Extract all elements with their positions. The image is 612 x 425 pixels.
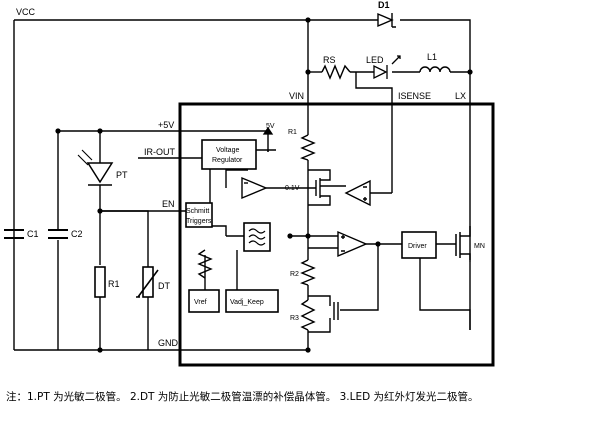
fb-mosfet-icon [308, 169, 331, 206]
label-r1: R1 [288, 129, 297, 136]
label-vcc: VCC [16, 7, 36, 17]
label-5v: 5V [266, 123, 275, 130]
driver-block [401, 231, 437, 259]
label-dt: DT [158, 281, 170, 291]
junction-dot [375, 241, 381, 247]
d1-diode-icon [377, 12, 396, 28]
opamp1-wire [225, 169, 248, 188]
r3-mosfet-icon [308, 295, 339, 333]
junction-dot [97, 128, 103, 134]
label-l1: L1 [427, 52, 437, 62]
label-driver: Driver [408, 243, 427, 250]
label-led: LED [366, 55, 384, 65]
opamp-01v [241, 176, 268, 200]
dt-thermistor-icon [136, 266, 159, 298]
label-r3: R3 [290, 315, 299, 322]
mn-mosfet-icon [455, 226, 471, 262]
label-voltage-regulator-2: Regulator [212, 157, 243, 164]
label-isense: ISENSE [398, 91, 431, 101]
r2-resistor-icon [300, 259, 316, 286]
junction-dot [55, 128, 61, 134]
junction-dot [467, 69, 473, 75]
pt-photodiode-icon [77, 149, 114, 186]
schmitt-wire [210, 225, 227, 236]
junction-dot [97, 208, 103, 214]
junction-dot [305, 347, 311, 353]
r1-ext-resistor-icon [94, 266, 106, 298]
label-vref: Vref [194, 299, 207, 306]
label-schmitt-2: Triggers [186, 218, 212, 225]
junction-dot [305, 17, 311, 23]
rs-resistor-icon [321, 64, 351, 80]
label-c2: C2 [71, 229, 83, 239]
vadj-keep-block [225, 289, 279, 313]
label-en: EN [162, 199, 175, 209]
dt-branch-wire [100, 210, 149, 268]
label-d1: D1 [378, 0, 390, 10]
c2-capacitor-icon [48, 229, 68, 239]
led-icon [373, 55, 401, 80]
label-01v: 0.1V [285, 185, 300, 192]
filter-block [243, 222, 271, 252]
label-c1: C1 [27, 229, 39, 239]
label-r1-ext: R1 [108, 279, 120, 289]
d1-right-wire [400, 19, 471, 72]
junction-dot [305, 69, 311, 75]
label-r2: R2 [290, 271, 299, 278]
label-mn: MN [474, 243, 485, 250]
junction-dot [287, 233, 293, 239]
caption-note: 注：1.PT 为光敏二极管。 2.DT 为防止光敏二极管温漂的补偿晶体管。 3.… [6, 391, 479, 403]
label-vadj-keep: Vadj_Keep [230, 299, 264, 306]
label-plus5v: +5V [158, 120, 174, 130]
junction-dot [305, 233, 311, 239]
label-ir-out: IR-OUT [144, 147, 175, 157]
label-rs: RS [323, 55, 336, 65]
5v-arrow-icon [262, 126, 274, 152]
vref-resistor-icon [197, 249, 213, 279]
driver-gnd-wire [419, 258, 471, 330]
c1-capacitor-icon [4, 229, 24, 239]
label-lx: LX [455, 91, 466, 101]
label-pt: PT [116, 170, 128, 180]
label-vin: VIN [289, 91, 304, 101]
l1-inductor-icon [419, 66, 451, 73]
ic-boundary [178, 102, 495, 367]
label-voltage-regulator-1: Voltage [216, 147, 239, 154]
junction-dot [97, 347, 103, 353]
r3-resistor-icon [300, 299, 316, 331]
r1-resistor-icon [300, 134, 316, 161]
label-gnd: GND [158, 338, 179, 348]
opamp-error [337, 230, 368, 258]
vref-block [188, 289, 220, 313]
isense-wire [355, 72, 393, 193]
label-schmitt-1: Schmitt [186, 208, 209, 215]
ea-fb-wire [340, 244, 379, 311]
voltage-regulator-block [201, 139, 257, 170]
opamp-isense [344, 179, 371, 207]
ir-out-wire [138, 157, 211, 205]
schmitt-trigger-block [185, 202, 213, 228]
